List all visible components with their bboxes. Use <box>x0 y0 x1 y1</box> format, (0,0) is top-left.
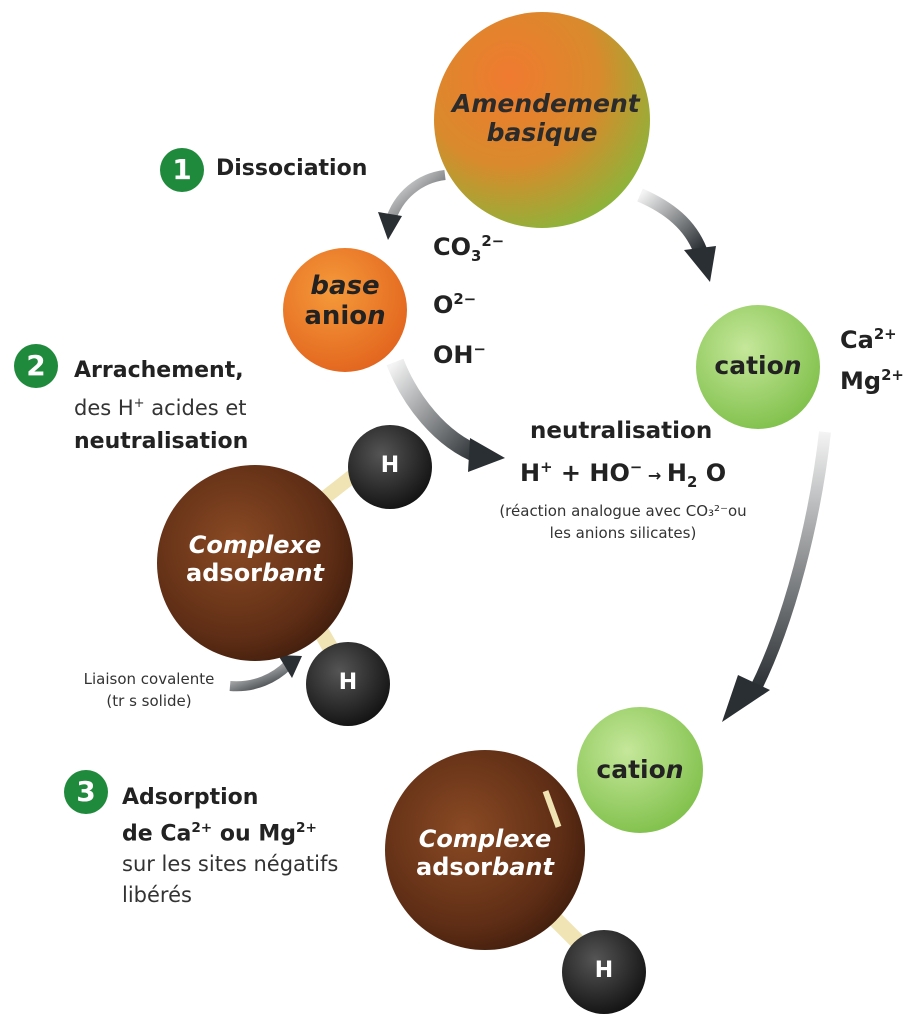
eq-plus: + <box>552 459 590 487</box>
step-2-line2-post: acides et <box>144 396 247 420</box>
amendement-ball <box>434 12 650 228</box>
anion-o-base: O <box>433 291 454 319</box>
base-anion-label: base anion <box>285 271 405 332</box>
reaction-note: (réaction analogue avec CO₃²⁻ou les anio… <box>492 500 754 544</box>
anion-oh-base: OH <box>433 341 474 369</box>
anion-co3-base: CO <box>433 233 472 261</box>
complexe-top-line2-pre: adsor <box>186 558 263 587</box>
base-line2-it: n <box>367 300 386 331</box>
reaction-note-line1: (réaction analogue avec CO₃²⁻ou <box>499 502 747 520</box>
eq-ho: HO <box>589 459 630 487</box>
reaction-note-line2: les anions silicates) <box>549 524 697 542</box>
complexe-top-label: Complexe adsorbant <box>165 531 345 588</box>
cation-ca-base: Ca <box>840 326 874 354</box>
complexe-ball-top <box>157 465 353 661</box>
h-label-3: H <box>594 958 614 983</box>
step-2-line1: Arrachement, <box>74 358 244 383</box>
step-3-line3: sur les sites négatifs <box>122 852 339 877</box>
anion-co3-sup: 2− <box>481 232 505 250</box>
complexe-top-line1: Complexe <box>188 531 322 559</box>
h-ball-1 <box>348 425 432 509</box>
base-line2-pre: anio <box>304 300 368 331</box>
cation-mg-base: Mg <box>840 367 882 395</box>
step-3-line2-pre: de Ca <box>122 821 192 847</box>
step-3-line2-mid: ou Mg <box>212 821 296 847</box>
step-2-line2-sup: + <box>133 396 145 411</box>
eq-o: O <box>697 459 727 487</box>
arrow-dissociation-right <box>637 188 716 282</box>
anion-o: O2− <box>433 290 476 319</box>
cation-ca-sup: 2+ <box>873 325 897 343</box>
step-3-line4: libérés <box>122 883 192 908</box>
amendement-line1: Amendement <box>452 89 640 118</box>
step-3-text: Adsorption de Ca2+ ou Mg2+ sur les sites… <box>122 782 338 911</box>
h-ball-3 <box>562 930 646 1014</box>
cation-mg: Mg2+ <box>840 366 904 395</box>
amendement-line2: basique <box>486 117 598 147</box>
anion-co3-sub: 3 <box>471 246 482 265</box>
anion-oh: OH− <box>433 340 486 369</box>
complexe-top-line2-it: bant <box>262 558 324 587</box>
reaction-title: neutralisation <box>530 418 713 444</box>
step-2-line2-pre: des H <box>74 396 134 420</box>
reaction-equation: H+ + HO− → H2 O <box>520 458 726 491</box>
step-2-line3: neutralisation <box>74 429 249 454</box>
step-1-label: Dissociation <box>216 156 368 181</box>
eq-arrow: → <box>642 466 667 485</box>
complexe-bottom-line2: adsorbant <box>395 852 575 882</box>
step-3-line1: Adsorption <box>122 785 259 810</box>
anion-o-sup: 2− <box>453 290 477 308</box>
step-3-line2-sup2: 2+ <box>295 820 317 836</box>
cation-mg-sup: 2+ <box>881 366 904 384</box>
liaison-line1: Liaison covalente <box>83 670 215 688</box>
step-2-badge: 2 <box>14 344 58 388</box>
base-anion-ball <box>283 248 407 372</box>
arrow-cation-down <box>722 431 831 722</box>
cation-bottom-it: n <box>665 755 684 784</box>
eq-ho-sup: − <box>629 458 643 476</box>
cation-ball-bottom <box>577 707 703 833</box>
cation-top-pre: catio <box>714 351 784 380</box>
complexe-bottom-line1: Complexe <box>418 825 552 853</box>
step-2-line2: des H+ acides et <box>74 387 248 425</box>
eq-h2-sub: 2 <box>687 472 698 491</box>
step-2-text: Arrachement, des H+ acides et neutralisa… <box>74 354 248 458</box>
eq-h-sup: + <box>540 458 553 476</box>
arrow-liaison <box>229 655 302 692</box>
complexe-top-line2: adsorbant <box>165 558 345 588</box>
anion-co3: CO32− <box>433 232 504 265</box>
complexe-bottom-label: Complexe adsorbant <box>395 825 575 882</box>
base-line2: anion <box>285 300 405 332</box>
bond-bottom-vacant <box>542 790 562 828</box>
cation-top-label: cation <box>698 351 818 381</box>
complexe-ball-bottom <box>385 750 585 950</box>
arrow-to-neutralisation <box>386 358 505 472</box>
step-3-badge: 3 <box>64 770 108 814</box>
eq-h2: H <box>666 459 687 487</box>
complexe-bottom-line2-it: bant <box>492 852 554 881</box>
cation-ca: Ca2+ <box>840 325 897 354</box>
cation-bottom-pre: catio <box>596 755 666 784</box>
step-3-line2-sup1: 2+ <box>191 820 213 836</box>
cation-top-it: n <box>783 351 802 380</box>
liaison-line2: (tr s solide) <box>106 692 192 710</box>
arrow-dissociation-left <box>378 170 446 240</box>
step-1-badge: 1 <box>160 148 204 192</box>
step-3-line2: de Ca2+ ou Mg2+ <box>122 813 338 849</box>
eq-h: H <box>520 459 541 487</box>
base-line1: base <box>310 271 380 301</box>
complexe-bottom-line2-pre: adsor <box>416 852 493 881</box>
h-label-1: H <box>380 453 400 478</box>
h-ball-2 <box>306 642 390 726</box>
liaison-label: Liaison covalente (tr s solide) <box>74 668 224 712</box>
h-label-2: H <box>338 670 358 695</box>
cation-bottom-label: cation <box>580 755 700 785</box>
amendement-label: Amendement basique <box>452 89 640 148</box>
anion-oh-sup: − <box>473 340 486 358</box>
cation-ball-top <box>696 305 820 429</box>
